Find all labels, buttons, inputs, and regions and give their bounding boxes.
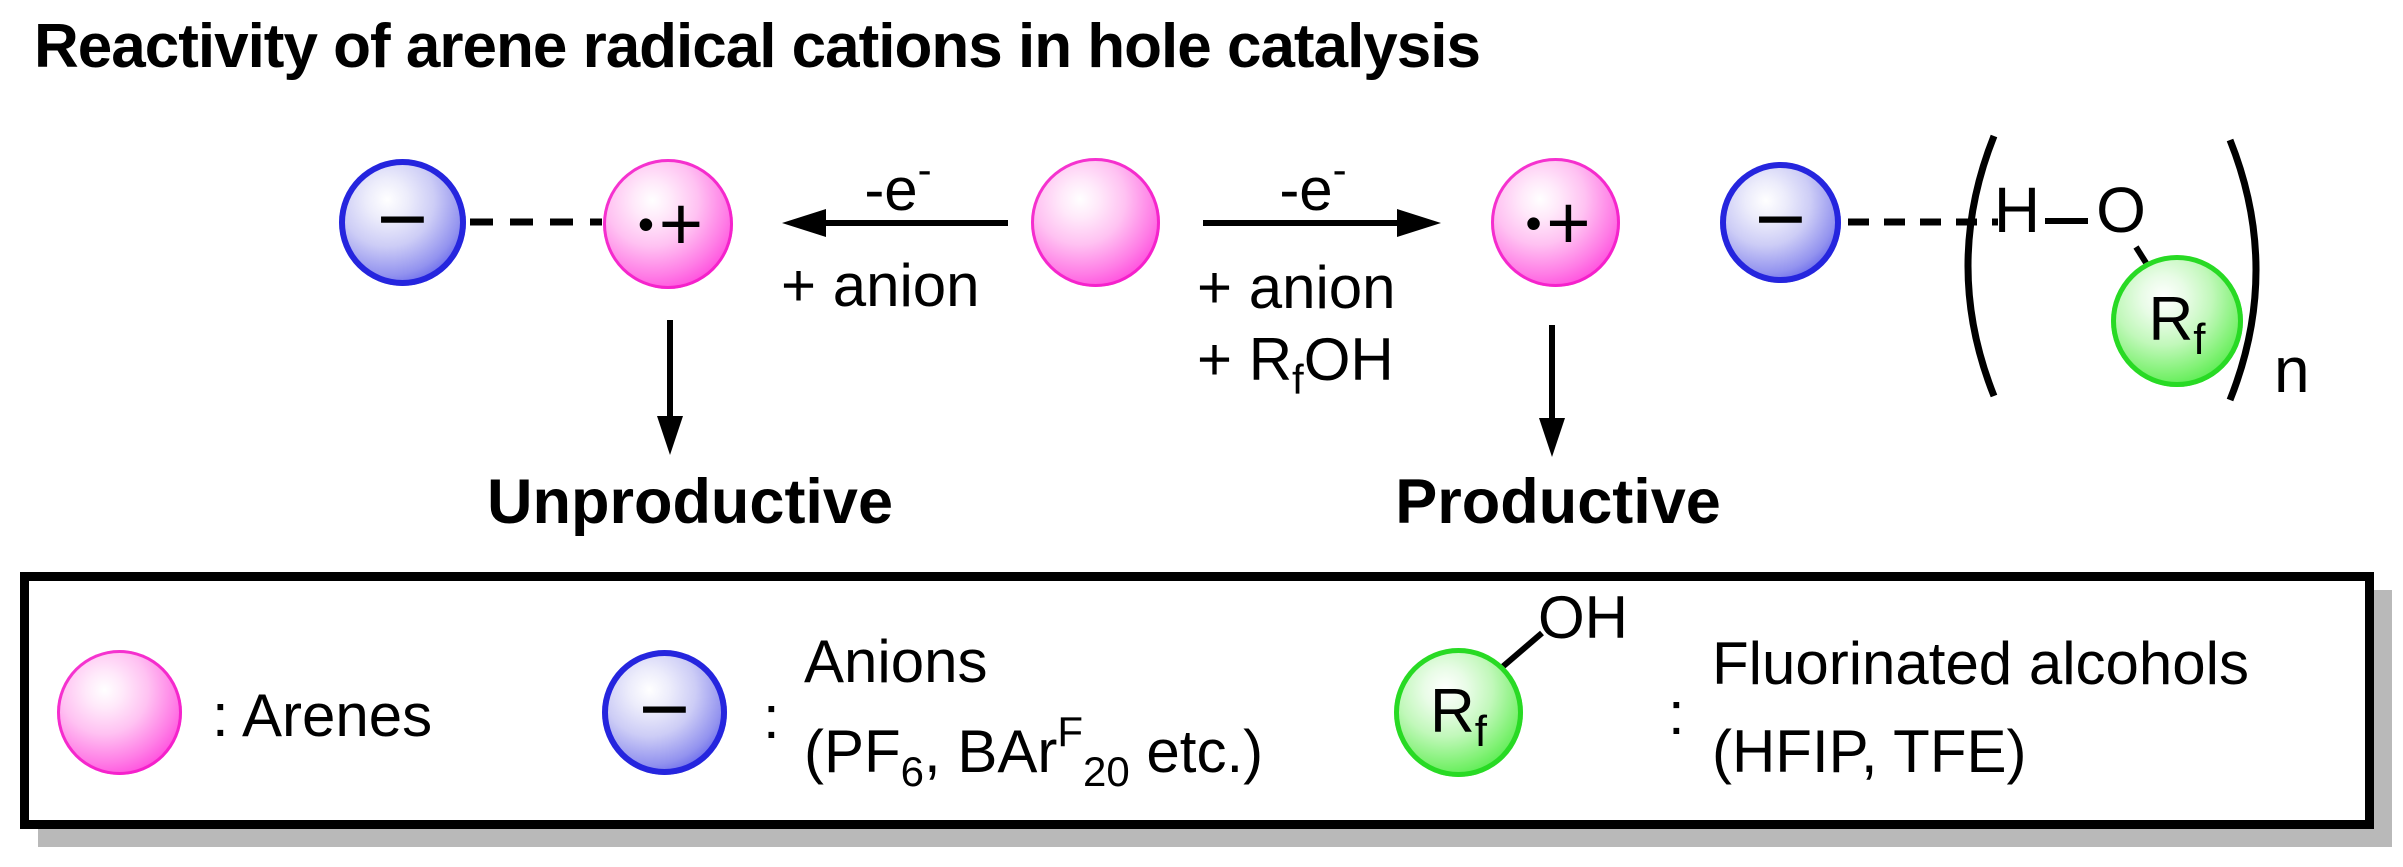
repeat-unit-n-label: n xyxy=(2274,334,2310,406)
legend-alcohol-sphere: Rf xyxy=(1394,648,1523,777)
figure-title: Reactivity of arene radical cations in h… xyxy=(34,12,1481,81)
left-arrow-head xyxy=(782,209,826,237)
legend-alcohols-examples: (HFIP, TFE) xyxy=(1712,718,2027,785)
radical-dot-label: • xyxy=(1525,196,1542,249)
radical-dot-label: • xyxy=(637,198,654,250)
legend-arenes-label: : Arenes xyxy=(212,682,433,749)
minus-charge-label: − xyxy=(1754,168,1807,268)
legend-anions-colon: : xyxy=(763,684,780,751)
close-parenthesis xyxy=(2226,138,2260,402)
rf-label: Rf xyxy=(2148,285,2206,365)
radical-cation-sphere-left: • + xyxy=(603,159,733,289)
open-parenthesis xyxy=(1964,134,1998,398)
adduct-h-label: H xyxy=(1993,174,2041,246)
legend-alcohols-colon: : xyxy=(1668,680,1685,747)
down-arrow-right-head xyxy=(1539,418,1565,457)
productive-label: Productive xyxy=(1395,467,1721,537)
left-arrow-anion-label: + anion xyxy=(781,252,980,319)
legend-anion-sphere: − xyxy=(602,650,727,775)
plus-charge-label: + xyxy=(1546,180,1591,265)
radical-cation-sphere-right: • + xyxy=(1491,158,1620,287)
right-arrow-rfoh-label: + RfOH xyxy=(1197,326,1394,403)
right-arrow-electron-label: -e- xyxy=(1279,146,1347,223)
minus-charge-label: − xyxy=(638,658,691,758)
fluorinated-alcohol-sphere-scheme: Rf xyxy=(2111,255,2243,387)
minus-charge-label: − xyxy=(376,168,429,268)
arene-sphere-center xyxy=(1031,158,1160,287)
down-arrow-left-head xyxy=(657,416,683,455)
anion-sphere-left: − xyxy=(339,159,466,286)
legend-arene-sphere xyxy=(57,650,182,775)
rf-label: Rf xyxy=(1429,676,1488,756)
legend-alcohols-title: Fluorinated alcohols xyxy=(1712,630,2249,697)
anion-sphere-right: − xyxy=(1720,162,1841,283)
unproductive-label: Unproductive xyxy=(486,467,894,537)
legend-anions-formula: (PF6, BArF20 etc.) xyxy=(804,708,1264,795)
right-arrow-head xyxy=(1397,209,1441,237)
legend-rf-oh-bond xyxy=(1498,630,1544,672)
legend-oh-label: OH xyxy=(1538,584,1628,651)
legend-anions-title: Anions xyxy=(804,628,988,695)
right-arrow-anion-label: + anion xyxy=(1197,254,1396,321)
adduct-o-label: O xyxy=(2096,174,2146,246)
left-arrow-electron-label: -e- xyxy=(864,146,932,223)
plus-charge-label: + xyxy=(658,181,704,267)
legend-box xyxy=(20,572,2374,829)
